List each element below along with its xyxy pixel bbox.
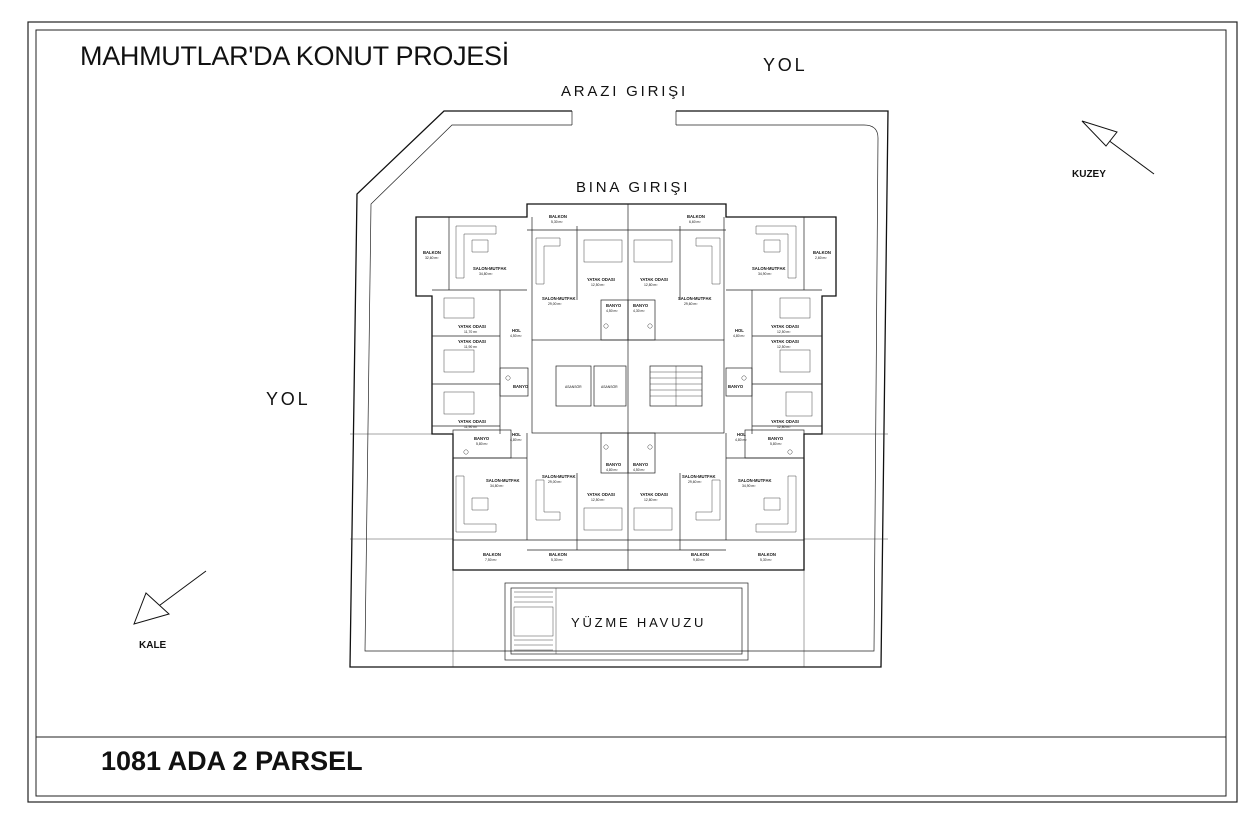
room-label: BANYO bbox=[513, 384, 529, 389]
room-area: 34,90 m² bbox=[742, 484, 756, 488]
room-area: 5,30 m² bbox=[551, 558, 563, 562]
room-label: YATAK ODASI bbox=[458, 324, 486, 329]
room-area: 34,80 m² bbox=[490, 484, 504, 488]
swimming-pool bbox=[504, 582, 749, 661]
room-area: 9,80 m² bbox=[693, 558, 705, 562]
room-area: 5,80 m² bbox=[476, 442, 488, 446]
room-area: 12,50 m² bbox=[591, 283, 605, 287]
furniture-symbols bbox=[443, 225, 813, 533]
room-label: BANYO bbox=[606, 462, 622, 467]
room-label: HOL bbox=[512, 432, 521, 437]
room-label: SALON-MUTFAK bbox=[738, 478, 772, 483]
room-label: YATAK ODASI bbox=[771, 419, 799, 424]
room-label: HOL bbox=[735, 328, 744, 333]
room-area: 11,90 m² bbox=[464, 425, 478, 429]
pool-label: YÜZME HAVUZU bbox=[571, 615, 706, 630]
room-label: SALON-MUTFAK bbox=[542, 474, 576, 479]
room-label: YATAK ODASI bbox=[771, 324, 799, 329]
interior-walls bbox=[432, 204, 822, 570]
room-label: SALON-MUTFAK bbox=[678, 296, 712, 301]
room-area: 12,80 m² bbox=[644, 283, 658, 287]
room-label: SALON-MUTFAK bbox=[752, 266, 786, 271]
room-label: BALKON bbox=[549, 552, 567, 557]
room-label: BALKON bbox=[687, 214, 705, 219]
room-area: 5,30 m² bbox=[551, 220, 563, 224]
room-area: 4,80 m² bbox=[606, 468, 618, 472]
room-area: 6,60 m² bbox=[689, 220, 701, 224]
room-area: 29,60 m² bbox=[684, 302, 698, 306]
room-label: BANYO bbox=[474, 436, 490, 441]
room-area: 4,80 m² bbox=[510, 438, 522, 442]
room-area: 12,80 m² bbox=[777, 425, 791, 429]
room-area: 12,50 m² bbox=[777, 345, 791, 349]
room-label: YATAK ODASI bbox=[587, 277, 615, 282]
room-label: SALON-MUTFAK bbox=[473, 266, 507, 271]
room-label: SALON-MUTFAK bbox=[542, 296, 576, 301]
room-label: BALKON bbox=[423, 250, 441, 255]
room-label: SALON-MUTFAK bbox=[682, 474, 716, 479]
castle-arrow-icon bbox=[133, 570, 207, 625]
room-label: HOL bbox=[737, 432, 746, 437]
north-label: KUZEY bbox=[1072, 169, 1106, 180]
elevator-label: ASANSÖR bbox=[601, 385, 618, 389]
room-label: SALON-MUTFAK bbox=[486, 478, 520, 483]
parcel-label: 1081 ADA 2 PARSEL bbox=[101, 746, 363, 776]
room-label: YATAK ODASI bbox=[640, 277, 668, 282]
room-area: 12,80 m² bbox=[644, 498, 658, 502]
room-area: 29,00 m² bbox=[548, 302, 562, 306]
room-label: HOL bbox=[512, 328, 521, 333]
north-arrow-icon bbox=[1081, 120, 1155, 175]
room-area: 4,80 m² bbox=[735, 438, 747, 442]
parcel-boundary bbox=[349, 110, 889, 668]
building-entrance-label: BINA GIRIŞI bbox=[576, 179, 690, 196]
project-title: MAHMUTLAR'DA KONUT PROJESİ bbox=[80, 40, 509, 71]
room-label: BALKON bbox=[813, 250, 831, 255]
room-area: 2,60 m² bbox=[815, 256, 827, 260]
room-label: YATAK ODASI bbox=[458, 419, 486, 424]
room-area: 4,50 m² bbox=[633, 468, 645, 472]
road-top-label: YOL bbox=[763, 55, 807, 75]
inner-frame bbox=[35, 29, 1227, 797]
room-area: 12,50 m² bbox=[591, 498, 605, 502]
room-area: 29,00 m² bbox=[548, 480, 562, 484]
room-label: BALKON bbox=[691, 552, 709, 557]
room-area: 34,80 m² bbox=[479, 272, 493, 276]
land-entrance-label: ARAZI GIRIŞI bbox=[561, 83, 688, 100]
room-area: 4,80 m² bbox=[733, 334, 745, 338]
room-label: BANYO bbox=[633, 462, 649, 467]
room-area: 12,50 m² bbox=[777, 330, 791, 334]
room-label: BANYO bbox=[633, 303, 649, 308]
room-label: BALKON bbox=[549, 214, 567, 219]
room-area: 29,60 m² bbox=[688, 480, 702, 484]
room-label: BALKON bbox=[483, 552, 501, 557]
room-area: 11,90 m² bbox=[464, 345, 478, 349]
room-label: BANYO bbox=[728, 384, 744, 389]
room-area: 5,80 m² bbox=[770, 442, 782, 446]
room-area: 32,60 m² bbox=[425, 256, 439, 260]
room-label: BANYO bbox=[606, 303, 622, 308]
elevator-label: ASANSÖR bbox=[565, 385, 582, 389]
road-left-label: YOL bbox=[266, 389, 310, 409]
room-label: YATAK ODASI bbox=[587, 492, 615, 497]
room-label: YATAK ODASI bbox=[640, 492, 668, 497]
room-labels: BALKON 5,30 m² BALKON 6,60 m² BALKON 32,… bbox=[423, 214, 831, 562]
castle-label: KALE bbox=[139, 640, 167, 651]
room-area: 4,30 m² bbox=[633, 309, 645, 313]
room-area: 4,50 m² bbox=[510, 334, 522, 338]
room-label: BALKON bbox=[758, 552, 776, 557]
room-area: 5,30 m² bbox=[760, 558, 772, 562]
outer-frame bbox=[27, 21, 1238, 803]
room-area: 11,70 m² bbox=[464, 330, 478, 334]
room-area: 4,50 m² bbox=[606, 309, 618, 313]
room-label: YATAK ODASI bbox=[458, 339, 486, 344]
room-label: BANYO bbox=[768, 436, 784, 441]
room-area: 34,90 m² bbox=[758, 272, 772, 276]
room-area: 7,50 m² bbox=[485, 558, 497, 562]
room-label: YATAK ODASI bbox=[771, 339, 799, 344]
